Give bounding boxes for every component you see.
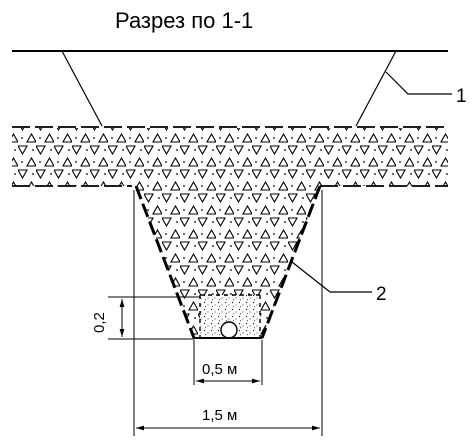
trench-wall-right [260, 185, 322, 339]
diagram-title: Разрез по 1-1 [115, 8, 253, 33]
bottom-width-label: 0,5 м [202, 361, 237, 378]
excavation-slope-left [61, 50, 103, 127]
callout-1-leader [385, 71, 452, 95]
trench-gravel-fill [136, 186, 320, 338]
callout-1-number: 1 [456, 86, 467, 107]
top-width-label: 1,5 м [202, 407, 237, 424]
trench-wall-left [134, 185, 196, 339]
gravel-layer [12, 128, 448, 186]
drain-pipe [220, 321, 238, 339]
callout-2-number: 2 [376, 284, 387, 305]
height-dimension-label: 0,2 [91, 312, 108, 333]
callout-2-leader [291, 261, 372, 293]
excavation-slope-right [355, 50, 397, 127]
